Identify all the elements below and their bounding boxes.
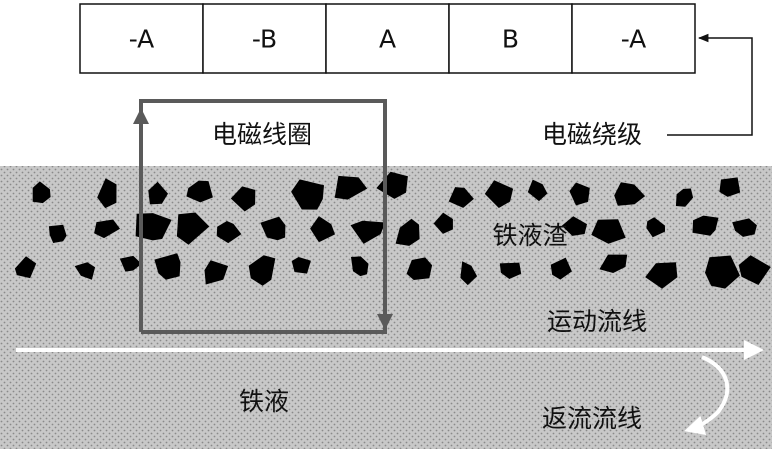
slag-fragment: [74, 262, 96, 280]
phase-cell: [202, 3, 327, 74]
slag-fragment: [216, 221, 242, 244]
slag-fragment: [248, 255, 276, 286]
phase-strip: -A -B A B -A: [79, 3, 696, 74]
slag-fragment: [591, 219, 626, 244]
molten-iron-label: 铁液: [239, 387, 289, 416]
phase-cell: [325, 3, 450, 74]
slag-fragment: [732, 218, 757, 237]
phase-cell-label: -A: [621, 25, 647, 54]
phase-cell-label: B: [502, 25, 519, 54]
slag-fragment: [291, 179, 324, 210]
slag-fragment: [148, 181, 168, 205]
slag-fragment: [32, 181, 51, 204]
slag-fragment: [614, 182, 646, 206]
slag-fragment: [527, 179, 548, 202]
slag-fragment: [310, 216, 335, 243]
slag-fragment: [230, 186, 256, 212]
phase-cell: [571, 3, 696, 74]
slag-fragment: [186, 180, 213, 203]
slag-fragment: [705, 255, 740, 289]
return-flow-label: 返流流线: [542, 404, 642, 433]
electromagnetic-coil: [139, 99, 387, 334]
return-flow-line: [684, 355, 730, 435]
slag-fragment: [448, 187, 474, 208]
phase-cell-label: -A: [129, 25, 155, 54]
phase-cell-label: -B: [252, 25, 277, 54]
phase-cell: [79, 3, 204, 74]
slag-fragment: [719, 177, 741, 197]
slag-label: 铁液渣: [492, 221, 567, 250]
slag-fragment: [395, 218, 420, 246]
slag-fragment: [154, 253, 181, 280]
slag-fragment: [406, 257, 433, 280]
slag-fragment: [119, 255, 142, 272]
slag-fragment: [460, 261, 478, 286]
slag-fragment: [351, 256, 369, 277]
slag-fragment: [645, 262, 678, 289]
slag-fragment: [334, 175, 368, 200]
coil-label: 电磁线圈: [212, 120, 312, 149]
slag-fragment: [14, 256, 37, 279]
slag-fragment: [48, 224, 67, 243]
slag-fragment: [94, 219, 120, 239]
winding-label: 电磁绕级: [542, 120, 642, 149]
slag-fragment: [675, 188, 694, 207]
slag-fragment: [499, 262, 522, 279]
slag-fragment: [692, 215, 719, 236]
slag-fragment: [97, 178, 117, 209]
slag-fragment: [738, 255, 771, 285]
slag-fragment: [433, 212, 453, 234]
slag-fragment: [204, 260, 229, 285]
slag-fragment: [646, 217, 665, 238]
slag-fragment: [561, 216, 587, 236]
slag-fragment: [569, 182, 590, 206]
slag-layer: [14, 171, 771, 289]
slag-fragment: [176, 212, 210, 245]
slag-fragment: [291, 257, 311, 274]
slag-fragment: [484, 180, 514, 208]
slag-fragment: [550, 257, 572, 280]
slag-fragment: [350, 220, 386, 244]
slag-fragment: [135, 213, 172, 241]
motion-flow-label: 运动流线: [547, 307, 647, 336]
slag-fragment: [599, 254, 628, 273]
phase-cell: [448, 3, 573, 74]
phase-cell-label: A: [379, 25, 396, 54]
winding-connector: [667, 33, 753, 136]
slag-fragment: [260, 216, 286, 241]
